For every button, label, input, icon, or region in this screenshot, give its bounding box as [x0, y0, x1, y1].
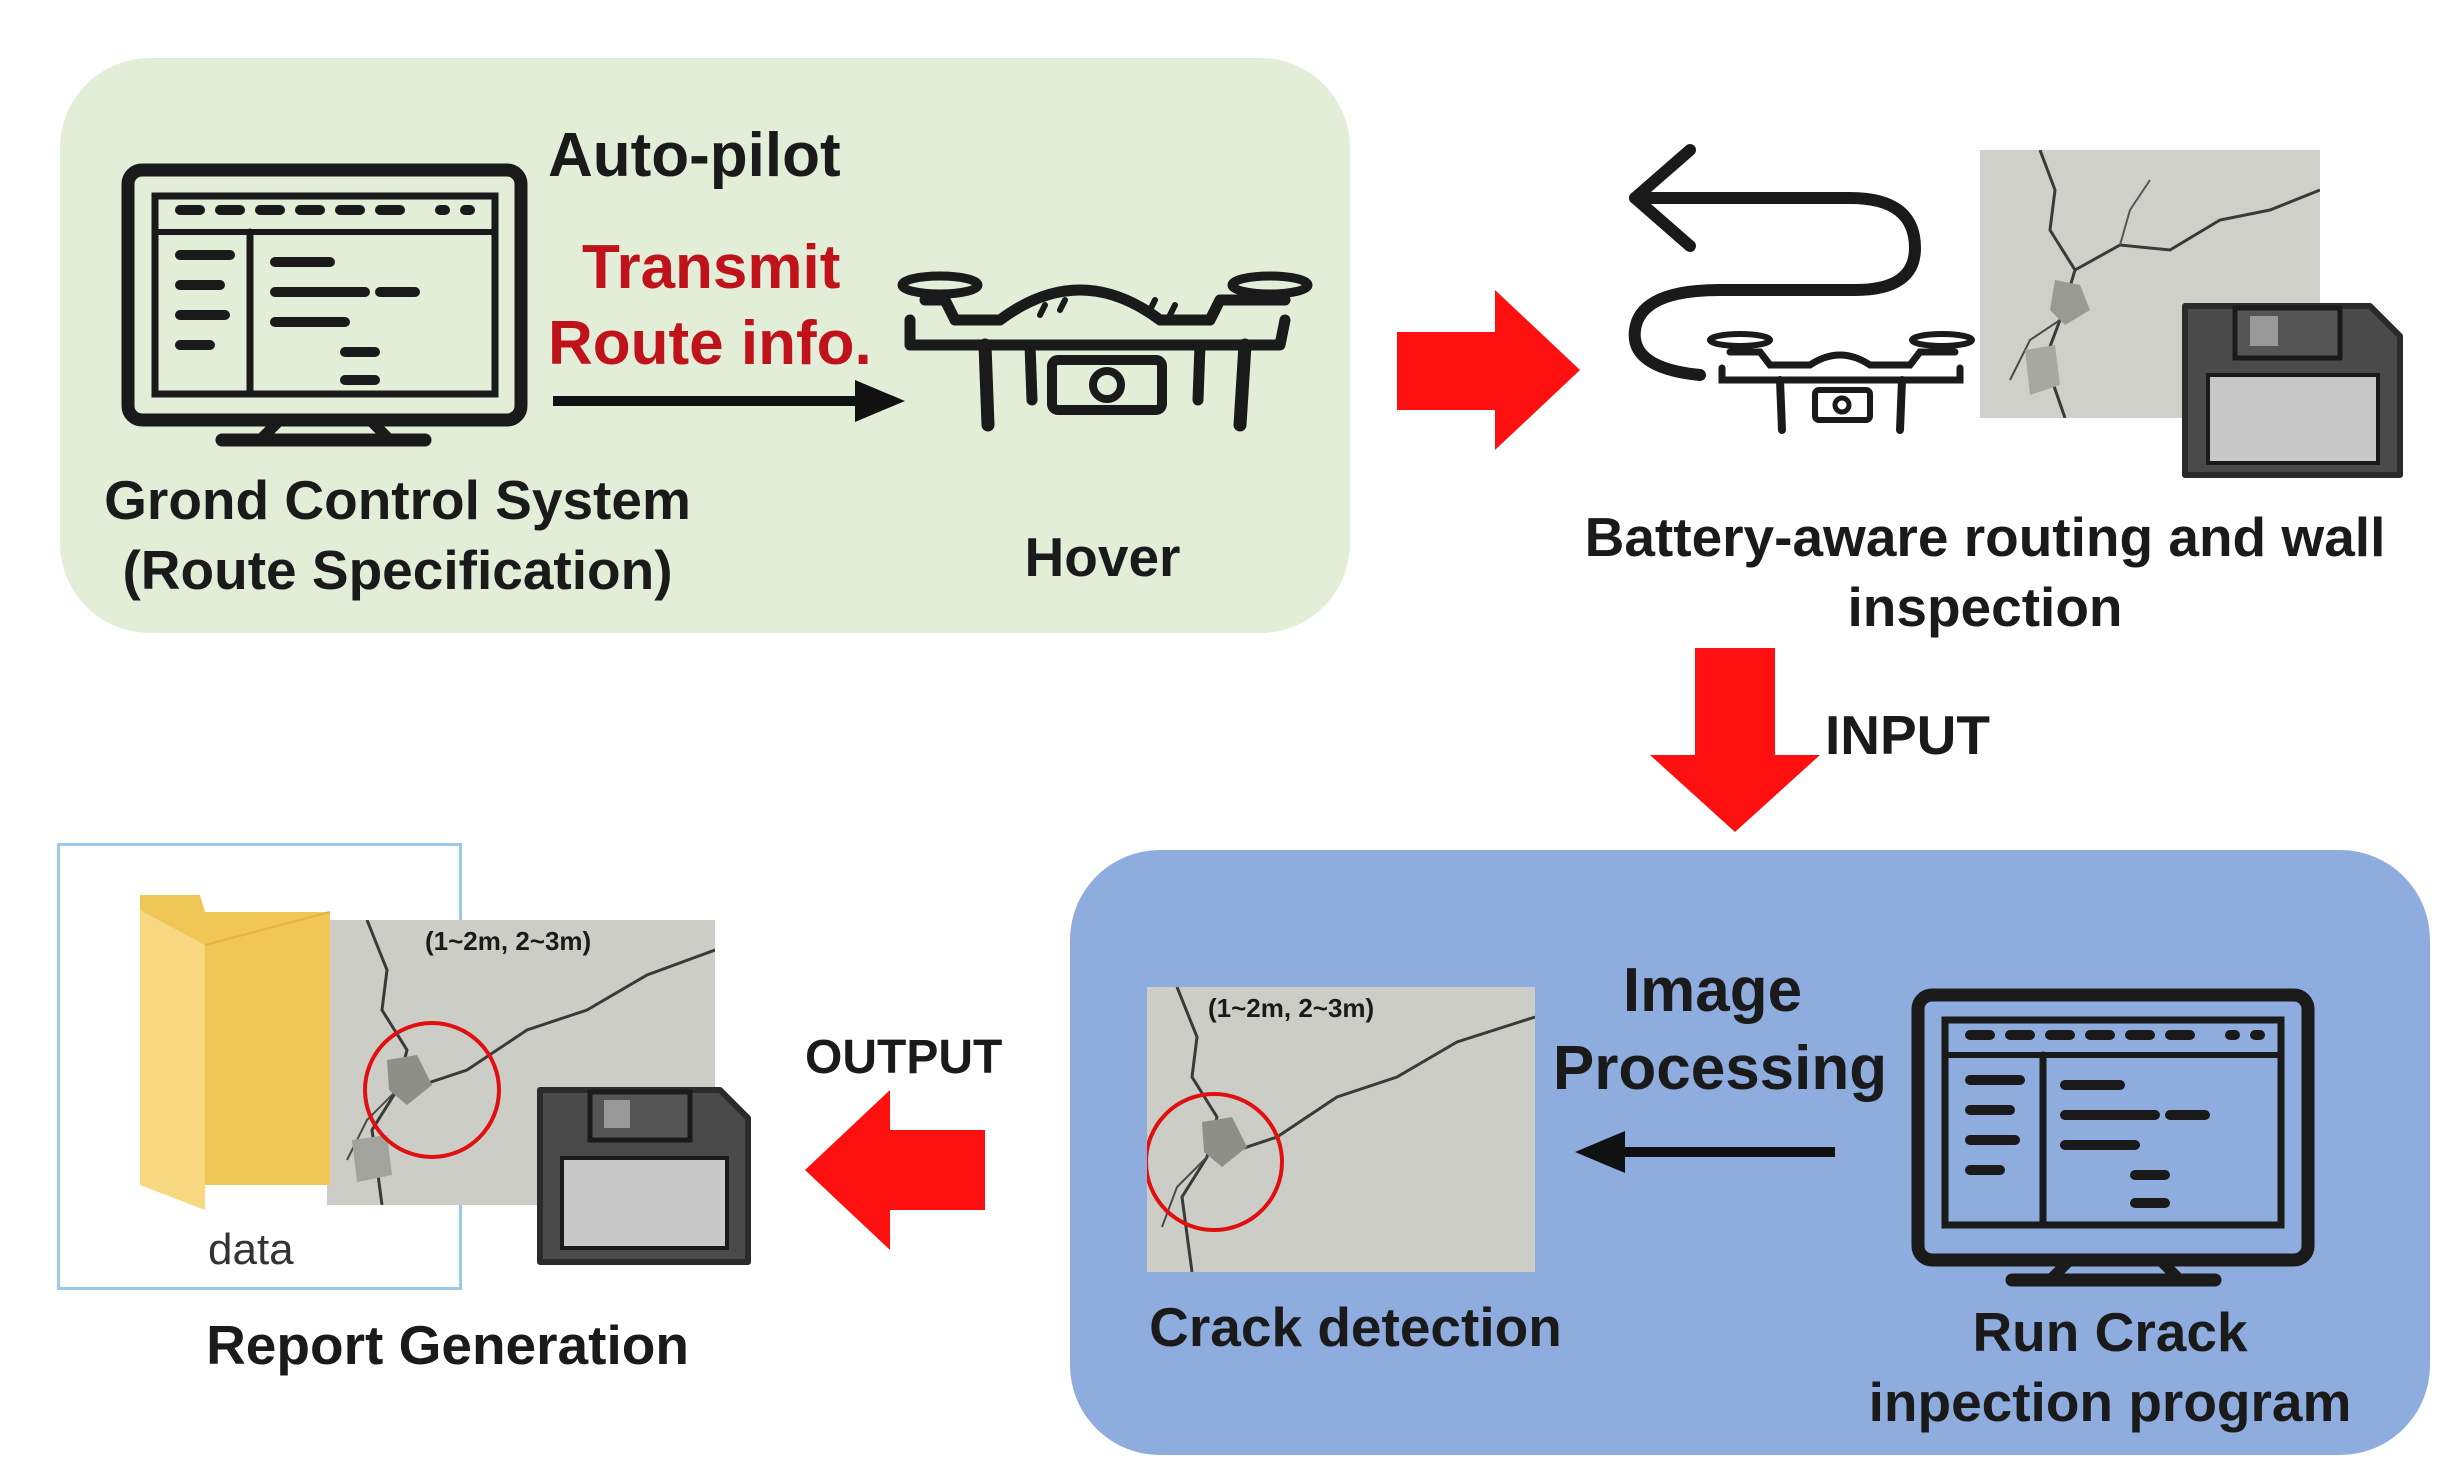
route-path-icon — [1628, 144, 1921, 381]
folder-icon — [140, 895, 331, 1210]
output-label: OUTPUT — [805, 1031, 1003, 1084]
transmit-label-line2: Route info. — [548, 309, 872, 378]
image-processing-line2: Processing — [1552, 1034, 1888, 1103]
autopilot-title: Auto-pilot — [548, 121, 841, 190]
input-label: INPUT — [1825, 704, 1990, 766]
input-arrow-down — [1650, 648, 1820, 832]
small-drone-icon — [1707, 331, 1975, 434]
crack-highlight-circle — [363, 1021, 501, 1159]
program-label-line2: inpection program — [1868, 1371, 2352, 1433]
hover-label: Hover — [1024, 526, 1181, 588]
program-monitor-icon — [1911, 988, 2315, 1287]
detection-crack-photo — [1147, 987, 1535, 1272]
report-generation-label: Report Generation — [206, 1314, 689, 1376]
report-photo-caption: (1~2m, 2~3m) — [425, 926, 592, 956]
ground-control-label-line2: (Route Specification) — [122, 539, 673, 601]
image-processing-line1: Image — [1622, 956, 1803, 1025]
ground-control-label-line1: Grond Control System — [104, 469, 691, 531]
inspection-label-line2: inspection — [1847, 576, 2123, 638]
crack-highlight-circle-2 — [1147, 1092, 1284, 1232]
crack-detection-label: Crack detection — [1149, 1296, 1562, 1358]
program-label-line1: Run Crack — [1972, 1301, 2248, 1363]
transmit-arrow — [553, 380, 905, 422]
folder-name: data — [208, 1225, 294, 1274]
transmit-label-line1: Transmit — [582, 233, 841, 302]
save-disk-icon-2 — [537, 1087, 751, 1265]
flow-arrow-right — [1397, 290, 1580, 450]
inspection-label-line1: Battery-aware routing and wall — [1584, 506, 2386, 568]
output-arrow-left — [805, 1090, 985, 1250]
drone-icon — [897, 271, 1313, 432]
save-disk-icon — [2182, 303, 2403, 478]
detection-photo-caption: (1~2m, 2~3m) — [1208, 993, 1375, 1023]
processing-arrow — [1575, 1131, 1835, 1173]
monitor-icon — [121, 163, 528, 447]
